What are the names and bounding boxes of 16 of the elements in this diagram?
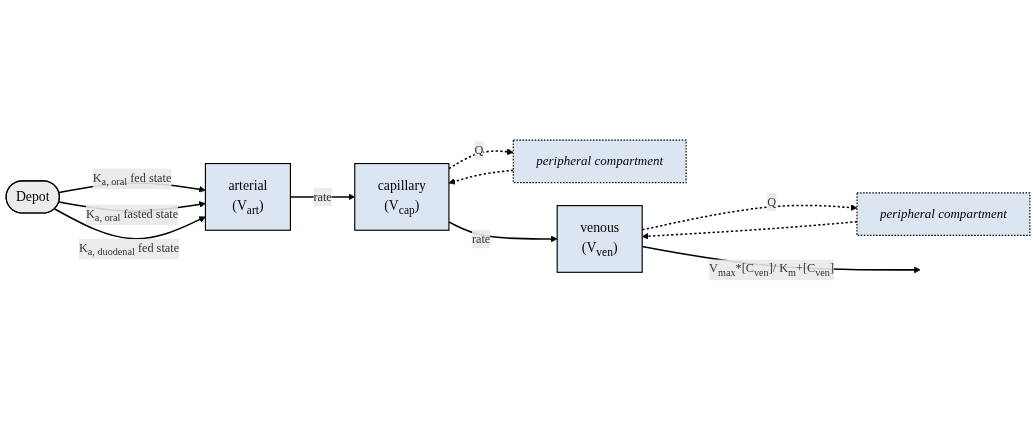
edge-label: Q (474, 143, 484, 157)
edge-label: rate (313, 190, 332, 204)
edge-label: rate (471, 232, 491, 246)
edge-label: K$_{a, duodenal}$ fed state (78, 241, 180, 258)
node-box: peripheral compartment (856, 192, 1031, 237)
arrow (448, 148, 514, 170)
edge-label: K$_{a, oral}$ fed state (92, 171, 172, 188)
edge-label: Q (767, 195, 776, 209)
edge-label: K$_{a, oral}$ fasted state (86, 207, 179, 224)
node-box: venous (V$_{ven}$) (556, 205, 643, 274)
node-box: arterial (V$_{art}$) (204, 163, 291, 232)
arrow (448, 221, 558, 243)
arrow (53, 208, 206, 240)
node-box: peripheral compartment (512, 139, 687, 184)
node-box: capillary (V$_{cap}$) (354, 163, 450, 232)
edge-label: V$_{max}$*[C$_{ven}$]/ K$_{m}$+[C$_{ven}$] (709, 262, 834, 279)
